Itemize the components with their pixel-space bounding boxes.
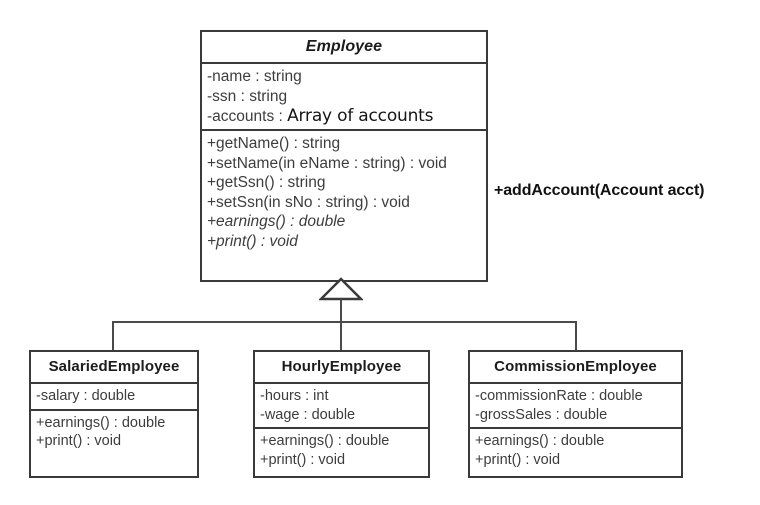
- class-operations-compartment-salaried-employee: +earnings() : double +print() : void: [31, 408, 197, 454]
- class-operations-compartment-commission-employee: +earnings() : double +print() : void: [470, 427, 681, 472]
- class-operations-compartment-hourly-employee: +earnings() : double +print() : void: [255, 427, 428, 472]
- class-name-salaried-employee: SalariedEmployee: [48, 358, 180, 375]
- class-name-compartment-hourly-employee: HourlyEmployee: [255, 352, 428, 382]
- operation-getname: +getName() : string: [207, 135, 341, 152]
- attribute-salary: -salary : double: [36, 388, 136, 404]
- attribute-name: -name : string: [207, 68, 302, 85]
- attribute-accounts-prefix: -accounts :: [207, 108, 288, 125]
- class-box-employee[interactable]: Employee -name : string -ssn : string -a…: [200, 30, 488, 282]
- class-name-hourly-employee: HourlyEmployee: [281, 358, 402, 375]
- class-box-commission-employee[interactable]: CommissionEmployee -commissionRate : dou…: [468, 350, 683, 478]
- operation-earnings-abstract: +earnings() : double: [207, 213, 346, 230]
- class-name-compartment-commission-employee: CommissionEmployee: [470, 352, 681, 382]
- class-name-compartment-salaried-employee: SalariedEmployee: [31, 352, 197, 382]
- class-attributes-compartment-employee: -name : string -ssn : string -accounts :…: [202, 62, 486, 129]
- attribute-wage: -wage : double: [260, 406, 356, 423]
- operation-setssn: +setSsn(in sNo : string) : void: [207, 193, 410, 211]
- generalization-branch-salaried: [112, 321, 114, 351]
- class-name-employee: Employee: [305, 38, 383, 55]
- operation-print-abstract: +print() : void: [207, 232, 298, 250]
- class-box-salaried-employee[interactable]: SalariedEmployee -salary : double +earni…: [29, 350, 199, 478]
- operation-earnings: +earnings() : double: [475, 433, 605, 449]
- generalization-branch-hourly: [340, 321, 342, 351]
- operation-earnings: +earnings() : double: [260, 433, 390, 449]
- operation-getssn: +getSsn() : string: [207, 174, 326, 191]
- attribute-ssn: -ssn : string: [207, 87, 288, 105]
- operation-print: +print() : void: [36, 433, 122, 449]
- attribute-accounts-note: Array of accounts: [287, 106, 434, 126]
- attribute-gross-sales: -grossSales : double: [475, 406, 608, 423]
- attribute-commission-rate: -commissionRate : double: [475, 388, 643, 404]
- class-name-compartment-employee: Employee: [202, 32, 486, 62]
- generalization-stem-line: [340, 299, 342, 323]
- generalization-branch-commission: [575, 321, 577, 351]
- class-name-commission-employee: CommissionEmployee: [494, 358, 657, 375]
- class-operations-compartment-employee: +getName() : string +setName(in eName : …: [202, 129, 486, 253]
- class-attributes-compartment-commission-employee: -commissionRate : double -grossSales : d…: [470, 382, 681, 427]
- operation-print: +print() : void: [475, 451, 561, 468]
- attribute-hours: -hours : int: [260, 388, 329, 404]
- class-box-hourly-employee[interactable]: HourlyEmployee -hours : int -wage : doub…: [253, 350, 430, 478]
- class-attributes-compartment-hourly-employee: -hours : int -wage : double: [255, 382, 428, 427]
- generalization-bus-line: [112, 321, 577, 323]
- annotation-add-account: +addAccount(Account acct): [494, 182, 705, 199]
- operation-earnings: +earnings() : double: [36, 414, 166, 431]
- generalization-triangle-icon: [319, 277, 363, 301]
- operation-print: +print() : void: [260, 451, 346, 468]
- class-attributes-compartment-salaried-employee: -salary : double: [31, 382, 197, 409]
- attribute-accounts: -accounts : Array of accounts: [202, 106, 486, 127]
- operation-setname: +setName(in eName : string) : void: [207, 154, 447, 172]
